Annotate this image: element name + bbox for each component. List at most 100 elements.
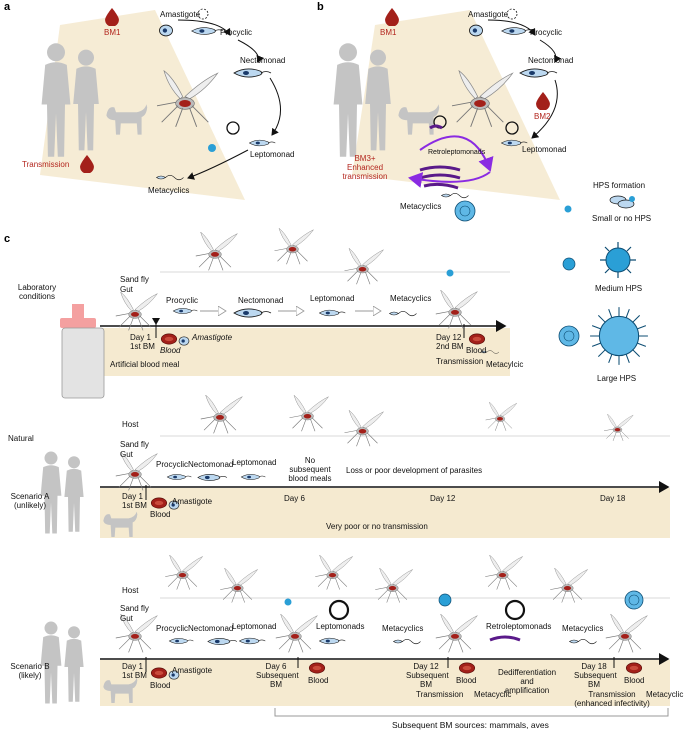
metacyclic-label: Metacyclic bbox=[474, 690, 512, 699]
sandfly-icon bbox=[484, 555, 524, 590]
bm-line: BM bbox=[588, 680, 600, 689]
day1-label: Day 1 1st BM bbox=[130, 333, 155, 351]
sandfly-icon bbox=[603, 414, 634, 442]
hps-large-icon bbox=[558, 325, 580, 347]
scenario-b-line: Scenario B bbox=[10, 662, 50, 671]
panel-b-bm1-label: BM1 bbox=[380, 28, 397, 37]
leptomonad-parasite-icon bbox=[319, 637, 346, 645]
first-bm-line: 1st BM bbox=[130, 342, 155, 351]
red-blood-cell-icon bbox=[150, 667, 168, 679]
cycle-arrow bbox=[487, 19, 536, 36]
large-hps-label: Large HPS bbox=[597, 374, 637, 383]
hps-small-dot bbox=[208, 144, 216, 152]
leptomonad-parasite-icon bbox=[319, 309, 346, 317]
metacyclic-parasite-icon bbox=[389, 310, 417, 317]
blood-drop-icon bbox=[105, 8, 119, 26]
day1-label: Day 1 1st BM bbox=[122, 662, 147, 680]
hps-medium-dot bbox=[438, 593, 452, 607]
amastigote-label: Amastigote bbox=[172, 497, 213, 506]
nectomonad-parasite-icon bbox=[233, 308, 272, 318]
person-icon bbox=[64, 626, 84, 702]
hps-formation-label: HPS formation bbox=[593, 181, 646, 190]
metacyclics-label: Metacyclics bbox=[562, 624, 604, 633]
sandfly-icon bbox=[485, 402, 518, 432]
scenario-b-label: Scenario B (likely) bbox=[4, 662, 56, 680]
procyclic-label: Procyclic bbox=[156, 460, 189, 469]
transmission-label: Transmission bbox=[22, 160, 70, 169]
dediff-line: Dedifferentiation bbox=[497, 668, 557, 677]
no-line: No bbox=[304, 456, 316, 465]
leptomonad-label: Leptomonad bbox=[250, 150, 295, 159]
amastigote-label: Amastigote bbox=[160, 10, 201, 19]
metacyclic-parasite-icon bbox=[569, 638, 597, 645]
gut-label: Gut bbox=[120, 614, 133, 623]
metacyclic-parasite-icon bbox=[393, 638, 421, 645]
procyclic-parasite-icon bbox=[172, 307, 198, 315]
bm-sources-label: Subsequent BM sources: mammals, aves bbox=[392, 720, 549, 730]
day1-line: Day 1 bbox=[130, 333, 151, 342]
first-bm-line: 1st BM bbox=[122, 671, 147, 680]
host-label: Host bbox=[122, 586, 139, 595]
procyclic-label: Procyclic bbox=[166, 296, 199, 305]
procyclic-parasite-icon bbox=[168, 637, 194, 645]
metacyclics-label: Metacyclics bbox=[382, 624, 424, 633]
dividing-arrow-icon bbox=[506, 8, 518, 20]
retro-cycle-arrow bbox=[419, 135, 494, 172]
subsequent-line: Subsequent bbox=[574, 671, 617, 680]
day1-label: Day 1 1st BM bbox=[122, 492, 147, 510]
hps-small-dot bbox=[284, 598, 292, 606]
blood-label: Blood bbox=[150, 510, 171, 519]
laboratory-line: Laboratory bbox=[17, 283, 57, 292]
gut-label: Gut bbox=[120, 450, 133, 459]
hps-large-icon-ring bbox=[563, 330, 575, 342]
blood-drop-icon bbox=[385, 8, 399, 26]
amastigote-parasite-icon bbox=[468, 24, 484, 37]
scenario-a-line: Scenario A bbox=[10, 492, 50, 501]
sandfly-icon bbox=[314, 555, 354, 590]
bm-line: BM bbox=[270, 680, 282, 689]
hps-medium-icon bbox=[562, 257, 576, 271]
red-blood-cell-icon bbox=[625, 662, 643, 674]
nectomonad-label: Nectomonad bbox=[188, 624, 234, 633]
scenario-a-background-band bbox=[100, 488, 670, 538]
procyclic-parasite-icon bbox=[191, 27, 224, 35]
subsequent-line: Subsequent bbox=[256, 671, 299, 680]
laboratory-conditions-label: Laboratory conditions bbox=[6, 283, 68, 301]
day18-label: Day 18 Subsequent BM bbox=[574, 662, 617, 689]
cycle-arrow bbox=[539, 39, 562, 63]
blood-label: Blood bbox=[456, 676, 477, 685]
medium-hps-label: Medium HPS bbox=[595, 284, 643, 293]
day1-line: Day 1 bbox=[122, 662, 143, 671]
no-subsequent-blood-meals-label: No subsequent blood meals bbox=[282, 456, 338, 483]
metacyclic-label: Metacyclic bbox=[646, 690, 684, 699]
retro-cycle-arrow bbox=[408, 171, 491, 188]
hps-large-dot bbox=[624, 590, 644, 610]
transmission-label: Transmission bbox=[436, 357, 484, 366]
natural-label: Natural bbox=[8, 434, 34, 443]
second-bm-line: 2nd BM bbox=[436, 342, 464, 351]
metacyclic-label: Metacylcic bbox=[486, 360, 524, 369]
sandfly-icon bbox=[275, 614, 318, 653]
bm3-enhanced-transmission-label: BM3+ Enhanced transmission bbox=[330, 154, 400, 181]
leptomonad-label: Leptomonad bbox=[232, 458, 277, 467]
day12-label: Day 12 2nd BM bbox=[436, 333, 464, 351]
leptomonad-parasite-icon bbox=[249, 139, 276, 147]
day6-label: Day 6 Subsequent BM bbox=[256, 662, 299, 689]
day18-line: Day 18 bbox=[581, 662, 607, 671]
scenario-b-background-band bbox=[100, 660, 670, 706]
panel-a-label: a bbox=[4, 1, 11, 13]
bm-sources-bracket bbox=[274, 708, 669, 717]
retroleptomonads-group bbox=[419, 124, 461, 190]
nectomonad-label: Nectomonad bbox=[238, 296, 284, 305]
artificial-blood-meal-label: Artificial blood meal bbox=[110, 360, 180, 369]
blood-meals-line: blood meals bbox=[288, 474, 332, 483]
day1-line: Day 1 bbox=[122, 492, 143, 501]
sandfly-icon bbox=[200, 395, 243, 434]
sandfly-icon bbox=[344, 248, 384, 285]
dividing-arrow-icon bbox=[504, 599, 526, 621]
and-line: and bbox=[520, 677, 534, 686]
day12-line: Day 12 bbox=[436, 333, 462, 342]
transmission-line: transmission bbox=[342, 172, 388, 181]
sandfly-icon bbox=[344, 410, 384, 447]
